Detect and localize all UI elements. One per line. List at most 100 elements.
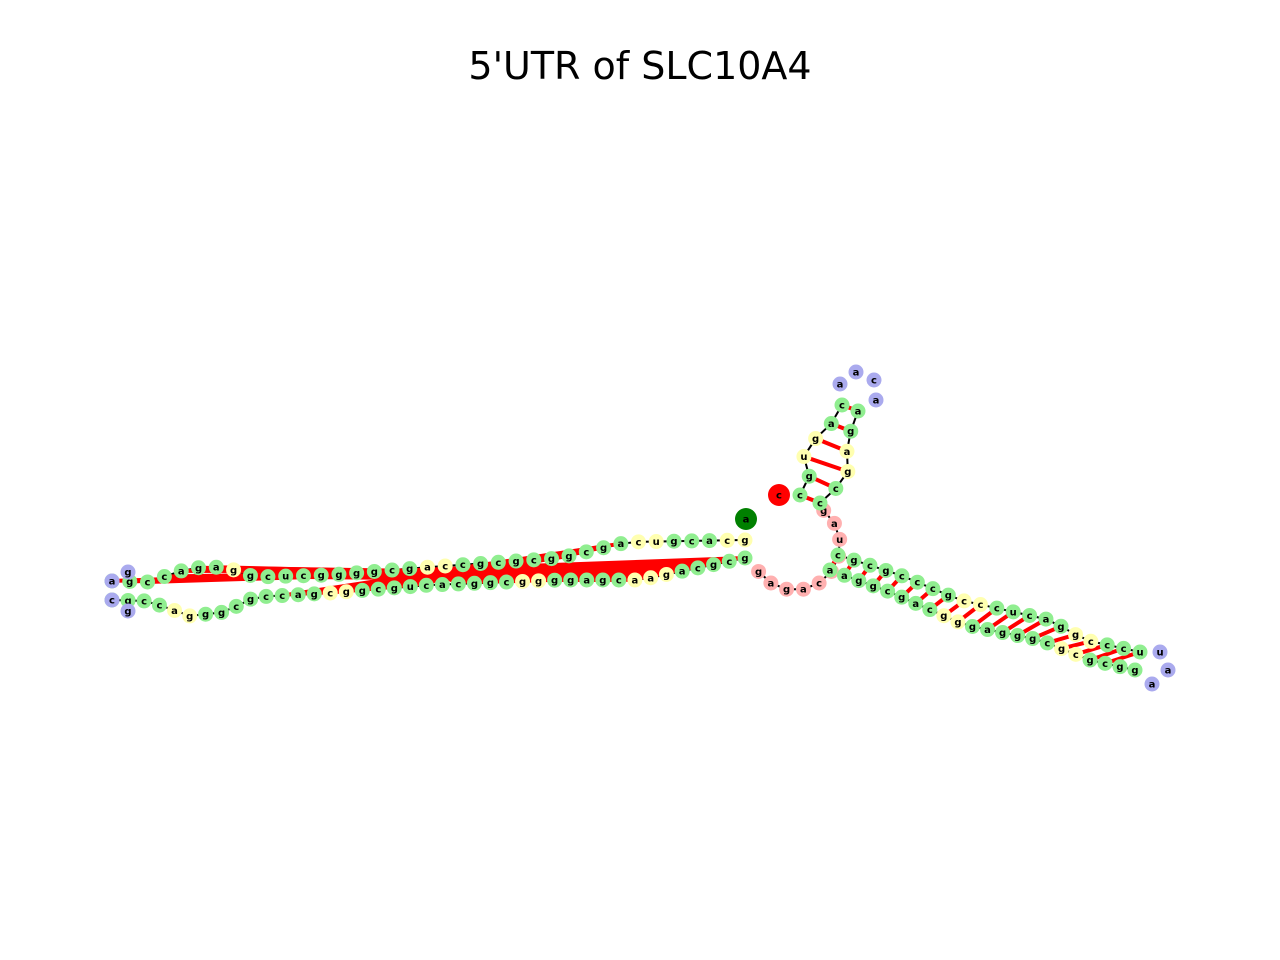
svg-text:c: c [885,587,891,598]
svg-text:g: g [335,570,342,581]
svg-text:a: a [768,578,775,589]
left-arm-lower-nucleotide: a [674,563,690,579]
left-arm-lower-nucleotide: c [370,581,386,597]
top-arm-lower-nucleotide: c [828,480,844,496]
svg-text:g: g [124,607,131,618]
left-arm-lower-nucleotide: g [198,606,214,622]
svg-text:g: g [567,576,574,587]
left-arm-lower-nucleotide: g [354,582,370,598]
svg-text:g: g [343,587,350,598]
svg-text:a: a [171,606,178,617]
multi-loop-nucleotide: u [832,531,848,547]
left-arm-upper-nucleotide: g [473,555,489,571]
top-arm-lower-nucleotide: c [812,495,828,511]
svg-text:g: g [565,551,572,562]
left-arm-lower-nucleotide: g [563,572,579,588]
right-arm-upper-nucleotide: c [1099,637,1115,653]
svg-text:a: a [831,519,838,530]
svg-text:g: g [487,578,494,589]
svg-text:c: c [726,557,732,568]
svg-text:g: g [812,434,819,445]
svg-text:g: g [870,581,877,592]
right-arm-lower-nucleotide: a [822,562,838,578]
left-arm-upper-nucleotide: a [419,559,435,575]
svg-text:c: c [375,585,381,596]
svg-text:u: u [653,537,660,548]
left-arm-upper-nucleotide: u [278,568,294,584]
svg-text:c: c [327,588,333,599]
left-arm-lower-nucleotide: c [136,593,152,609]
svg-text:c: c [279,591,285,602]
right-arm-upper-nucleotide: g [1068,627,1084,643]
hairpin-loop-nucleotide: g [120,564,136,580]
svg-text:c: c [161,572,167,583]
svg-text:g: g [1029,634,1036,645]
svg-text:g: g [1086,656,1093,667]
svg-text:a: a [439,580,446,591]
svg-text:a: a [178,566,185,577]
right-arm-upper-nucleotide: c [925,581,941,597]
svg-text:u: u [407,582,414,593]
right-arm-upper-nucleotide: c [1116,640,1132,656]
svg-text:g: g [670,537,677,548]
left-arm-lower-nucleotide: a [167,602,183,618]
right-arm-lower-nucleotide: c [1039,635,1055,651]
right-arm-lower-nucleotide: g [865,578,881,594]
left-arm-upper-nucleotide: c [384,562,400,578]
multi-loop-nucleotide: c [811,575,827,591]
right-arm-upper-nucleotide: a [1038,611,1054,627]
left-arm-upper-nucleotide: g [366,563,382,579]
svg-text:c: c [233,602,239,613]
svg-text:g: g [318,571,325,582]
svg-text:c: c [927,605,933,616]
top-arm-lower-nucleotide: a [850,403,866,419]
svg-text:g: g [406,564,413,575]
svg-text:c: c [442,561,448,572]
svg-text:c: c [839,401,845,412]
right-arm-upper-nucleotide: c [909,574,925,590]
three-prime-end: c [768,484,790,506]
svg-text:c: c [994,604,1000,615]
multi-loop-nucleotide: a [795,581,811,597]
left-arm-lower-nucleotide: c [274,588,290,604]
top-arm-upper-nucleotide: g [801,468,817,484]
right-arm-upper-nucleotide: c [830,547,846,563]
right-arm-lower-nucleotide: g [995,625,1011,641]
left-arm-lower-nucleotide: c [322,585,338,601]
right-arm-lower-nucleotide: g [1112,659,1128,675]
left-arm-lower-nucleotide: a [643,570,659,586]
svg-text:g: g [124,596,131,607]
left-arm-upper-nucleotide: c [455,557,471,573]
right-arm-lower-nucleotide: c [922,602,938,618]
left-arm-upper-nucleotide: a [173,563,189,579]
hairpin-loop-nucleotide: a [832,376,848,392]
left-arm-lower-nucleotide: c [450,576,466,592]
svg-text:g: g [741,554,748,565]
svg-text:g: g [1058,644,1065,655]
svg-text:g: g [512,557,519,568]
svg-text:c: c [1102,659,1108,670]
svg-text:c: c [1121,644,1127,655]
svg-text:g: g [535,576,542,587]
left-arm-upper-nucleotide: g [737,532,753,548]
svg-text:u: u [1156,648,1163,659]
svg-text:a: a [828,419,835,430]
hairpin-loop-nucleotide: a [104,573,120,589]
svg-text:c: c [109,596,115,607]
svg-text:c: c [816,578,822,589]
svg-text:g: g [847,427,854,438]
right-arm-lower-nucleotide: a [980,622,996,638]
right-arm-upper-nucleotide: c [972,597,988,613]
right-arm-upper-nucleotide: g [940,587,956,603]
left-arm-upper-nucleotide: g [666,533,682,549]
right-arm-lower-nucleotide: g [964,618,980,634]
left-arm-upper-nucleotide: c [437,558,453,574]
right-arm-upper-nucleotide: c [1083,633,1099,649]
svg-text:c: c [776,491,782,502]
svg-text:c: c [899,571,905,582]
svg-text:c: c [797,491,803,502]
svg-text:g: g [850,556,857,567]
svg-text:a: a [213,563,220,574]
svg-text:g: g [247,571,254,582]
hairpin-loop-nucleotide: a [868,392,884,408]
